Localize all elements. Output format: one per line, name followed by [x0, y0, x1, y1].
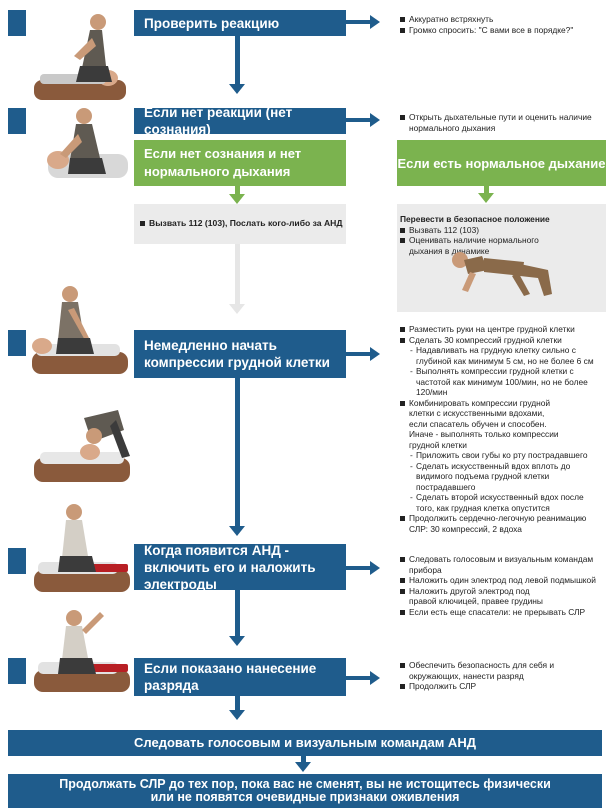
note-item: Наложить один электрод под левой подмышк… — [400, 575, 605, 586]
step-marker — [8, 658, 26, 684]
connector-line — [346, 676, 372, 680]
arrow-right-icon — [370, 561, 380, 575]
recovery-position-illustration — [452, 252, 552, 296]
connector-line — [346, 566, 372, 570]
note-item: Сделать 30 компрессий грудной клетки — [400, 335, 600, 346]
connector-line — [235, 378, 240, 528]
note-item: Вызвать 112 (103), Послать кого-либо за … — [140, 218, 343, 229]
no-response-note: Открыть дыхательные пути и оценить налич… — [400, 112, 600, 133]
connector-line — [301, 756, 306, 764]
step-marker — [8, 548, 26, 574]
rescuer-aed-illustration — [34, 504, 130, 592]
step-start-compressions: Немедленно начать компрессии грудной кле… — [134, 330, 346, 378]
connector-line — [235, 244, 240, 306]
shock-note: Обеспечить безопасность для себя и окруж… — [400, 660, 606, 692]
recovery-note: Перевести в безопасное положение Вызвать… — [400, 214, 596, 256]
rescuer-check-illustration — [34, 14, 126, 100]
branch-no-breathing: Если нет сознания и нет нормального дыха… — [134, 140, 346, 186]
step-marker — [8, 10, 26, 36]
continue-cpr-line: Продолжать СЛР до тех пор, пока вас не с… — [59, 777, 551, 791]
arrow-down-icon — [229, 194, 245, 204]
rescuer-shock-illustration — [34, 610, 130, 692]
connector-line — [235, 590, 240, 638]
call-panel — [134, 204, 346, 244]
connector-line — [346, 20, 372, 24]
note-item: Продолжить СЛР — [400, 681, 606, 692]
connector-line — [235, 696, 240, 712]
note-item: Вызвать 112 (103) — [400, 225, 596, 236]
note-subitem: Сделать искусственный вдох вплоть до вид… — [400, 461, 600, 493]
note-subitem: Выполнять компрессии грудной клетки с ча… — [400, 366, 600, 398]
note-item: Следовать голосовым и визуальным команда… — [400, 554, 605, 575]
connector-line — [484, 186, 489, 194]
arrow-down-icon — [478, 193, 494, 203]
step-shock-advised: Если показано нанесение разряда — [134, 658, 346, 696]
arrow-right-icon — [370, 113, 380, 127]
rescuer-breaths-illustration — [34, 410, 130, 482]
note-subitem: Сделать второй искусственный вдох после … — [400, 492, 600, 513]
arrow-down-icon — [229, 636, 245, 646]
step-marker — [8, 108, 26, 134]
arrow-right-icon — [370, 15, 380, 29]
rescuer-airway-illustration — [47, 108, 128, 178]
continue-cpr-line: или не появятся очевидные признаки оживл… — [150, 790, 460, 804]
branch-normal-breathing: Если есть нормальное дыхание — [397, 140, 606, 186]
step-check-response: Проверить реакцию — [134, 10, 346, 36]
note-subitem: Надавливать на грудную клетку сильно с г… — [400, 345, 600, 366]
note-item: Комбинировать компрессии грудной клетки … — [400, 398, 559, 451]
connector-line — [235, 36, 240, 86]
note-item: Аккуратно встряхнуть — [400, 14, 605, 25]
connector-line — [235, 186, 240, 196]
connector-line — [346, 352, 372, 356]
arrow-right-icon — [370, 671, 380, 685]
arrow-down-icon — [295, 762, 311, 772]
connector-line — [346, 118, 372, 122]
compressions-note: Разместить руки на центре грудной клетки… — [400, 324, 600, 534]
continue-cpr-bar: Продолжать СЛР до тех пор, пока вас не с… — [8, 774, 602, 808]
aed-note: Следовать голосовым и визуальным команда… — [400, 554, 605, 617]
arrow-down-icon — [229, 304, 245, 314]
note-item: Оценивать наличие нормального дыхания в … — [400, 235, 559, 256]
note-item: Продолжить сердечно-легочную реанимацию … — [400, 513, 600, 534]
note-item: Обеспечить безопасность для себя и окруж… — [400, 660, 606, 681]
recovery-title: Перевести в безопасное положение — [400, 214, 550, 224]
arrow-down-icon — [229, 710, 245, 720]
arrow-down-icon — [229, 84, 245, 94]
step-no-response: Если нет реакции (нет сознания) — [134, 105, 346, 137]
recovery-panel — [397, 204, 606, 312]
step-aed-arrives: Когда появится АНД - включить его и нало… — [134, 543, 346, 592]
step-marker — [8, 330, 26, 356]
arrow-right-icon — [370, 347, 380, 361]
note-subitem: Приложить свои губы ко рту пострадавшего — [400, 450, 600, 461]
note-item: Если есть еще спасатели: не прерывать СЛ… — [400, 607, 605, 618]
follow-aed-bar: Следовать голосовым и визуальным команда… — [8, 730, 602, 756]
check-response-note: Аккуратно встряхнуть Громко спросить: "С… — [400, 14, 605, 35]
note-item: Разместить руки на центре грудной клетки — [400, 324, 600, 335]
note-item: Наложить другой электрод под правой ключ… — [400, 586, 559, 607]
note-item: Открыть дыхательные пути и оценить налич… — [400, 112, 600, 133]
rescuer-compressions-illustration — [32, 286, 128, 374]
call-112-note: Вызвать 112 (103), Послать кого-либо за … — [140, 218, 343, 229]
note-item: Громко спросить: "С вами все в порядке?" — [400, 25, 605, 36]
arrow-down-icon — [229, 526, 245, 536]
